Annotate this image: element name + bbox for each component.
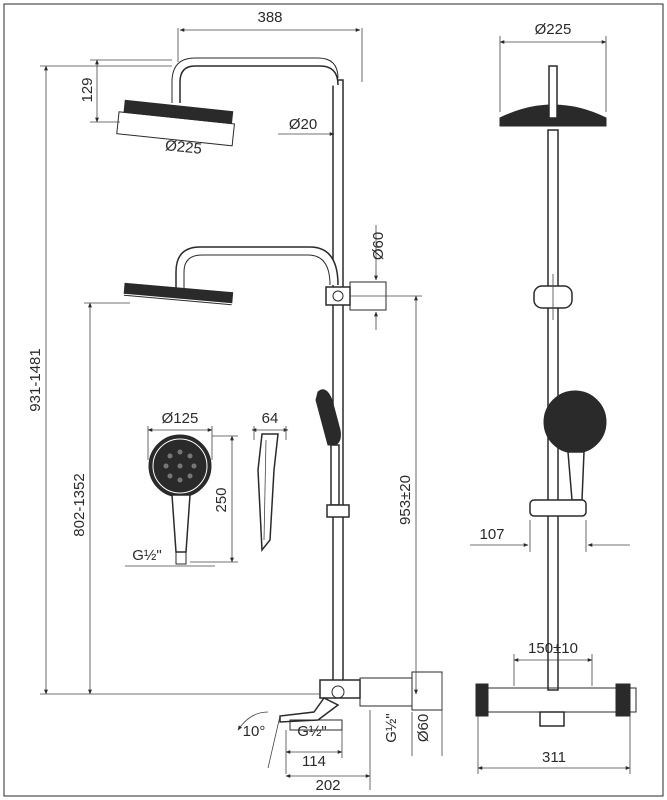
lower-arm-inner — [183, 254, 331, 288]
mixer-lower-body — [289, 719, 343, 731]
mixer-wall-plate — [411, 671, 443, 711]
dim-top-width: 388 — [257, 9, 282, 26]
dim-handshower-height: 802-1352 — [71, 473, 88, 536]
upper-arm-outline — [171, 57, 339, 103]
lower-arm — [175, 246, 339, 288]
riser-pipe — [332, 79, 344, 696]
dim-inlet-thread: G½" — [383, 713, 400, 743]
wall-bracket — [325, 286, 351, 306]
mixer-knob — [331, 685, 345, 699]
side-mixer-right-cap — [615, 683, 631, 717]
dim-center-distance: 150±10 — [528, 640, 578, 657]
mixer-spout — [279, 697, 340, 723]
upper-arm — [179, 65, 339, 103]
side-handshower — [543, 390, 607, 454]
dim-outlet-thread: G½" — [297, 723, 327, 740]
handshower-connector — [175, 551, 187, 565]
dim-holder-offset: 107 — [479, 526, 504, 543]
dim-bracket-diameter: Ø60 — [370, 232, 387, 260]
dim-head-diameter: Ø225 — [164, 137, 202, 158]
dim-riser-height: 953±20 — [397, 475, 414, 525]
dim-handshower-diameter: Ø125 — [162, 410, 199, 427]
dim-handshower-length: 250 — [213, 487, 230, 512]
dim-side-head-diameter: Ø225 — [535, 21, 572, 38]
side-slide-holder — [529, 499, 587, 517]
side-top-arm — [548, 65, 558, 119]
dim-angle: 10° — [243, 723, 266, 740]
side-handshower-handle — [567, 451, 585, 501]
side-mixer-body — [485, 687, 637, 713]
dim-mixer-width: 311 — [542, 749, 566, 766]
lower-head — [123, 282, 234, 306]
side-mixer-spout — [539, 711, 565, 727]
handshower-detail — [148, 433, 279, 565]
dim-handle-width: 64 — [262, 410, 279, 427]
front-view — [116, 57, 443, 731]
dim-inlet-diameter: Ø60 — [415, 714, 432, 742]
side-view — [475, 65, 637, 727]
drawing-frame — [3, 3, 664, 797]
dim-total-height: 931-1481 — [27, 348, 44, 411]
bracket-screw — [332, 290, 344, 302]
mixer-upper-body — [319, 679, 361, 699]
dim-head-height: 129 — [79, 77, 96, 102]
mixer-inlet — [359, 677, 413, 707]
handshower-profile — [257, 433, 279, 553]
dim-pipe-diameter: Ø20 — [289, 116, 317, 133]
dim-thread: G½" — [132, 547, 162, 564]
handshower-handle — [171, 494, 191, 553]
dim-spout-length: 114 — [302, 753, 326, 770]
dim-mixer-depth: 202 — [315, 777, 340, 794]
upper-head — [116, 99, 235, 147]
slide-holder — [326, 504, 350, 518]
handshower-handle-on-riser — [330, 444, 340, 506]
side-mixer-left-cap — [475, 683, 489, 717]
